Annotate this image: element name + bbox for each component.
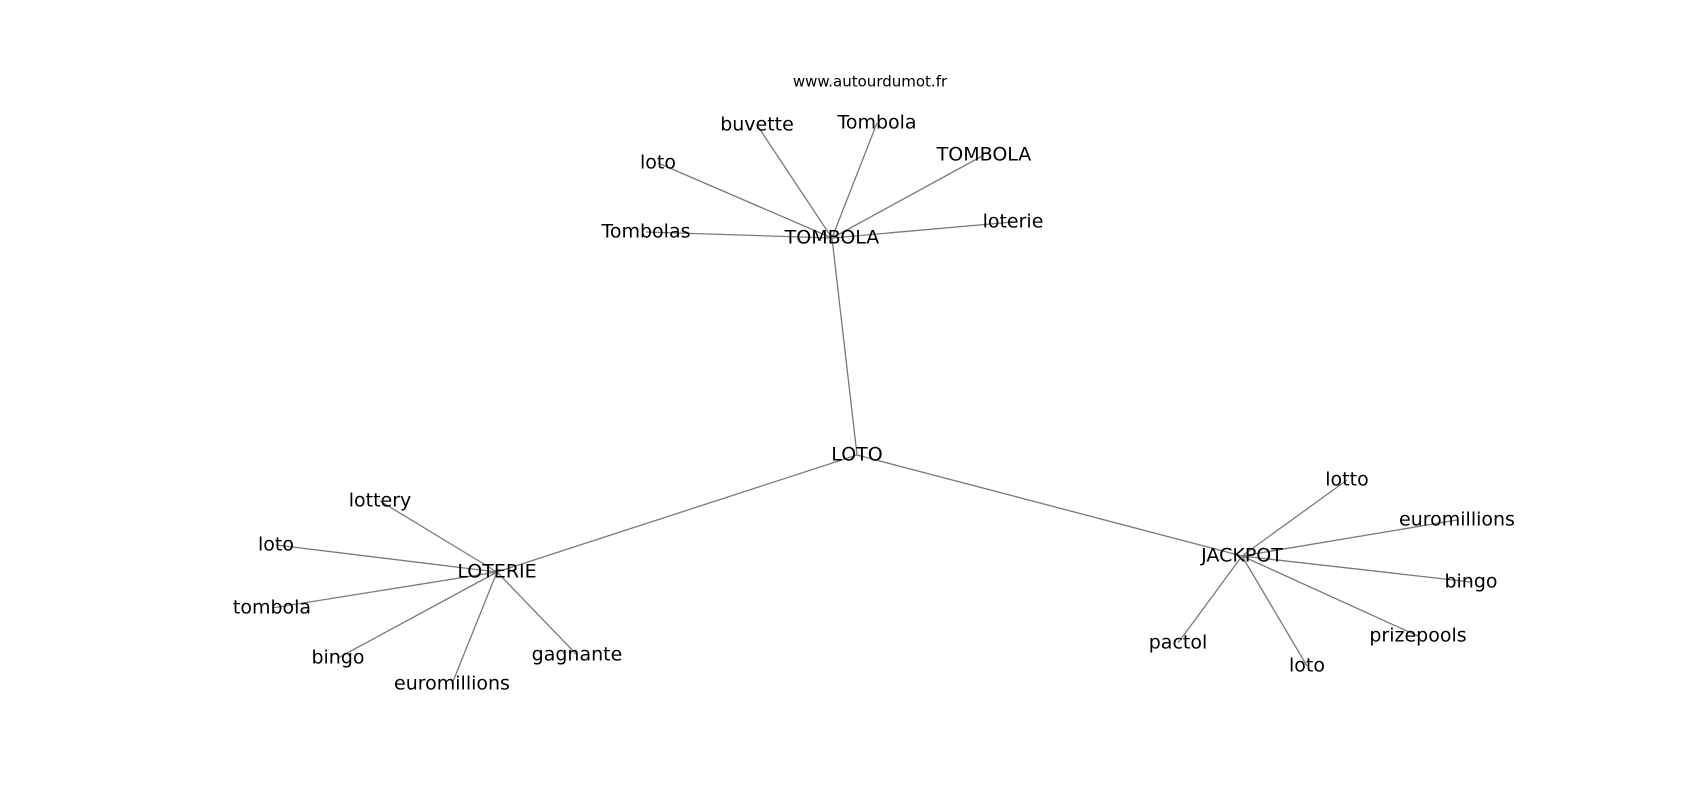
edge-jackpot-euromillions: [1241, 519, 1458, 557]
edge-jackpot-bingo: [1241, 555, 1472, 583]
node-tombola-loterie[interactable]: loterie: [983, 211, 1044, 233]
node-tombola-buvette[interactable]: buvette: [720, 114, 794, 136]
edge-loto-jackpot: [856, 454, 1243, 557]
edge-jackpot-lotto: [1241, 479, 1348, 557]
edge-loterie-lottery: [379, 500, 498, 573]
node-loterie-euromillions[interactable]: euromillions: [394, 673, 510, 695]
node-hub-jackpot[interactable]: JACKPOT: [1200, 545, 1283, 567]
node-loterie-bingo[interactable]: bingo: [311, 647, 364, 669]
node-loterie-loto[interactable]: loto: [258, 534, 294, 556]
node-tombola-tombolas[interactable]: Tombolas: [600, 221, 690, 243]
edge-jackpot-pactol: [1177, 555, 1243, 644]
node-center-loto[interactable]: LOTO: [831, 444, 882, 466]
node-hub-tombola[interactable]: TOMBOLA: [784, 227, 880, 249]
node-jackpot-prizepools[interactable]: prizepools: [1369, 625, 1466, 647]
node-hub-loterie[interactable]: LOTERIE: [457, 561, 536, 583]
node-tombola-loto[interactable]: loto: [640, 152, 676, 174]
edge-tombola-loto: [657, 162, 833, 239]
node-loterie-tombola[interactable]: tombola: [233, 597, 311, 619]
edge-loto-tombola: [831, 237, 858, 456]
edge-loterie-tombola: [271, 571, 498, 609]
node-jackpot-loto[interactable]: loto: [1289, 655, 1325, 677]
edge-tombola-tombola-cap: [831, 122, 878, 239]
graph-edges: [271, 122, 1472, 685]
node-loterie-gagnante[interactable]: gagnante: [532, 644, 623, 666]
node-jackpot-euromillions[interactable]: euromillions: [1399, 509, 1515, 531]
edge-tombola-tombola-upper: [831, 154, 985, 239]
node-jackpot-lotto[interactable]: lotto: [1325, 469, 1368, 491]
edge-loterie-bingo: [337, 571, 498, 659]
edge-loterie-euromillions: [451, 571, 498, 685]
edge-tombola-tombolas: [645, 231, 833, 239]
node-loterie-lottery[interactable]: lottery: [349, 490, 412, 512]
edge-jackpot-prizepools: [1241, 555, 1419, 637]
edge-jackpot-loto: [1241, 555, 1308, 667]
edge-loto-loterie: [496, 454, 858, 573]
edge-loterie-loto: [275, 544, 498, 573]
site-watermark: www.autourdumot.fr: [793, 73, 948, 91]
node-tombola-tombola-cap[interactable]: Tombola: [836, 112, 916, 134]
edge-loterie-gagnante: [496, 571, 578, 656]
edge-tombola-buvette: [756, 124, 833, 239]
edge-tombola-loterie: [831, 221, 1014, 239]
node-jackpot-bingo[interactable]: bingo: [1444, 571, 1497, 593]
node-jackpot-pactol[interactable]: pactol: [1149, 632, 1208, 654]
node-tombola-tombola-upper[interactable]: TOMBOLA: [936, 144, 1032, 166]
